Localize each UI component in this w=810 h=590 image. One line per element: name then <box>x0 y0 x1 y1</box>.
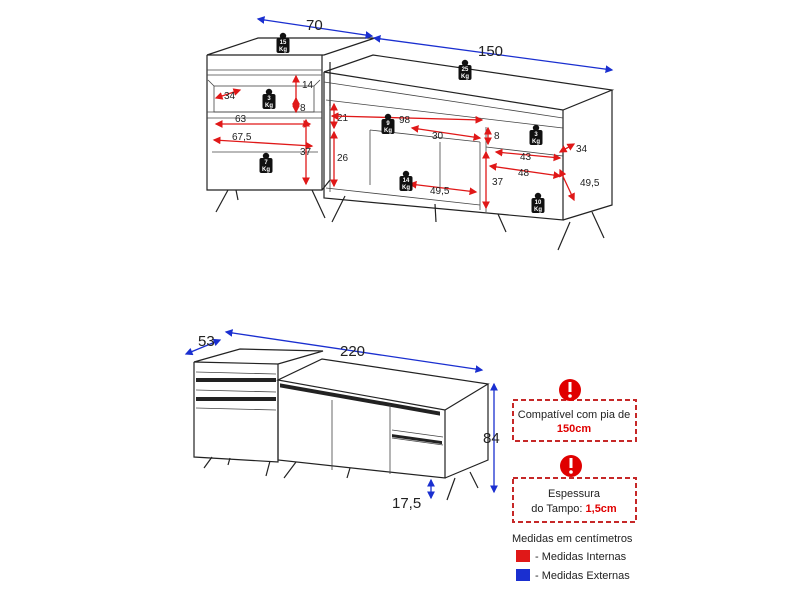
weight-icon-14kg: 14 Kg <box>399 170 413 191</box>
dim-30: 30 <box>432 131 444 142</box>
svg-text:Kg: Kg <box>262 167 270 173</box>
svg-text:3: 3 <box>534 132 538 138</box>
dim-49-5-right: 49,5 <box>580 178 600 189</box>
dim-width-right-arrow <box>372 35 614 73</box>
weight-icon-15kg: 15 Kg <box>276 32 290 53</box>
dim-26: 26 <box>337 153 349 164</box>
dim-height: 84 <box>483 430 500 447</box>
svg-text:150cm: 150cm <box>557 423 591 435</box>
svg-text:Kg: Kg <box>384 128 392 134</box>
legend: Medidas em centímetros - Medidas Interna… <box>512 533 633 582</box>
dim-width-total: 220 <box>340 343 365 360</box>
dim-8-right: 8 <box>494 131 500 142</box>
legend-title: Medidas em centímetros <box>512 533 633 545</box>
dim-63: 63 <box>235 114 247 125</box>
svg-text:Compatível com pia de: Compatível com pia de <box>518 409 631 421</box>
note-compatible-sink: Compatível com pia de 150cm <box>512 379 637 442</box>
dim-37-right: 37 <box>492 177 504 188</box>
svg-text:10: 10 <box>535 200 542 206</box>
dim-14: 14 <box>302 80 314 91</box>
dim-48: 48 <box>518 168 530 179</box>
dim-leg-height: 17,5 <box>392 495 421 512</box>
svg-text:Kg: Kg <box>461 74 469 80</box>
dim-34-right: 34 <box>576 144 588 155</box>
legend-swatch-internal <box>516 550 530 562</box>
dim-width-right: 150 <box>478 43 503 60</box>
weight-icon-3kg-right: 3 Kg <box>529 124 543 145</box>
right-module <box>323 54 615 251</box>
top-view-diagram: 70 150 34 14 8 63 67,5 37 21 98 8 30 <box>206 16 615 251</box>
left-module <box>206 37 376 219</box>
svg-text:14: 14 <box>403 178 410 184</box>
dim-width-left-arrow <box>256 16 374 39</box>
dim-98: 98 <box>399 115 411 126</box>
svg-text:do Tampo: 1,5cm: do Tampo: 1,5cm <box>531 503 617 515</box>
svg-text:15: 15 <box>280 40 287 46</box>
svg-text:7: 7 <box>264 160 268 166</box>
svg-text:Kg: Kg <box>279 47 287 53</box>
dim-67-5: 67,5 <box>232 132 252 143</box>
weight-icon-3kg-left: 3 Kg <box>262 88 276 109</box>
weight-icon-9kg: 9 Kg <box>381 113 395 134</box>
svg-text:3: 3 <box>267 96 271 102</box>
internal-dimensions: 34 14 8 63 67,5 37 21 98 8 30 26 43 34 <box>212 74 600 210</box>
svg-text:9: 9 <box>386 121 390 127</box>
dim-8-left: 8 <box>300 103 306 114</box>
dim-43: 43 <box>520 152 532 163</box>
weight-icon-25kg: 25 Kg <box>458 59 472 80</box>
dim-37-left: 37 <box>300 147 312 158</box>
weight-icon-7kg: 7 Kg <box>259 152 273 173</box>
svg-text:Kg: Kg <box>265 103 273 109</box>
legend-external: - Medidas Externas <box>535 570 630 582</box>
dim-depth: 53 <box>198 333 215 350</box>
dim-width-left: 70 <box>306 17 323 34</box>
svg-text:Kg: Kg <box>402 185 410 191</box>
weight-icon-10kg: 10 Kg <box>531 192 545 213</box>
svg-text:25: 25 <box>462 67 469 73</box>
dim-21: 21 <box>337 113 349 124</box>
dim-34-left: 34 <box>224 91 236 102</box>
svg-text:Kg: Kg <box>534 207 542 213</box>
front-view-diagram: 53 220 84 17,5 <box>184 329 500 512</box>
svg-text:Kg: Kg <box>532 139 540 145</box>
legend-swatch-external <box>516 569 530 581</box>
dim-49-5-center: 49,5 <box>430 186 450 197</box>
svg-text:Espessura: Espessura <box>548 488 601 500</box>
note-top-thickness: Espessura do Tampo: 1,5cm <box>512 455 637 523</box>
legend-internal: - Medidas Internas <box>535 551 627 563</box>
